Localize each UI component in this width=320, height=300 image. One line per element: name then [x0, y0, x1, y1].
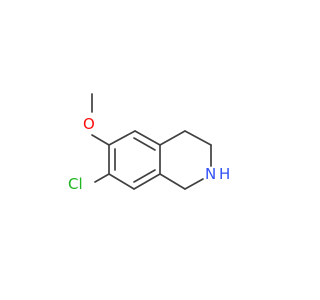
bond-c5-c6	[108, 130, 136, 146]
atom-nitrogen: N	[205, 165, 216, 183]
bond-c1-c8a	[159, 173, 186, 190]
bond-c8-c8a-inner	[133, 169, 156, 183]
bond-n2-c1	[184, 178, 204, 190]
bond-c7-cl	[94, 173, 110, 183]
atom-oxygen: O	[83, 115, 95, 133]
bond-c7-c8	[108, 173, 135, 190]
bond-c4a-c4	[159, 130, 186, 146]
structure-diagram: O Cl N H	[68, 93, 230, 193]
atom-chlorine: Cl	[68, 175, 83, 193]
bond-c4-c3	[184, 130, 212, 146]
atom-hydrogen-on-nitrogen: H	[219, 165, 230, 183]
bond-c4a-c5	[134, 130, 161, 146]
bond-c6-o	[91, 134, 110, 146]
bond-c4a-c5-inner	[133, 137, 156, 151]
bond-c8-c8a	[133, 173, 161, 190]
